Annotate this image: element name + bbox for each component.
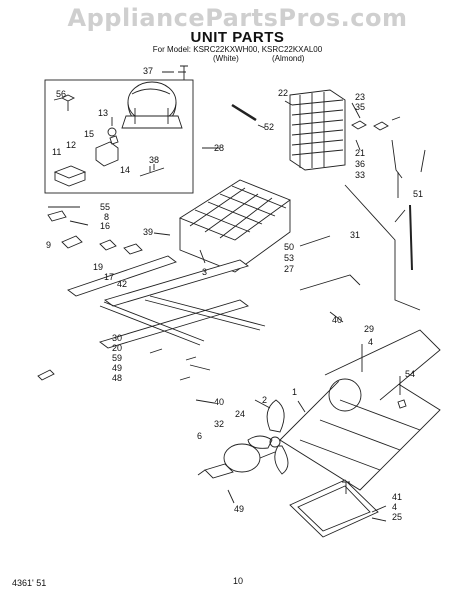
part-label: 21 — [355, 148, 366, 158]
part-label: 23 — [355, 92, 366, 102]
condenser-fan-motor — [223, 443, 276, 473]
part-label: 40 — [214, 397, 225, 407]
bracket-11 — [53, 165, 87, 187]
part-label: 12 — [66, 140, 77, 150]
part-label: 36 — [355, 159, 366, 169]
part-49-left — [37, 369, 55, 381]
color-almond-label: (Almond) — [272, 54, 305, 63]
part-label: 24 — [235, 409, 246, 419]
part-label: 38 — [149, 155, 160, 165]
condenser-coil — [289, 89, 346, 171]
relay-12 — [95, 141, 119, 167]
part-label: 35 — [355, 102, 366, 112]
part-label: 56 — [56, 89, 67, 99]
part-label: 42 — [117, 279, 128, 289]
compressor-group-box — [44, 79, 194, 194]
part-label: 55 — [100, 202, 111, 212]
part-54 — [397, 399, 407, 409]
part-label: 19 — [93, 262, 104, 272]
part-label: 32 — [214, 419, 225, 429]
screw-41 — [342, 481, 350, 494]
drain-pan — [289, 479, 379, 538]
part-label: 11 — [52, 147, 62, 157]
part-label: 13 — [98, 108, 109, 118]
part-label: 6 — [197, 431, 203, 441]
tubes-21-36 — [355, 139, 403, 179]
washers — [149, 348, 197, 381]
part-label: 37 — [143, 66, 154, 76]
rod-52 — [231, 103, 257, 122]
part-label: 49 — [234, 504, 245, 514]
part-label: 31 — [350, 230, 361, 240]
part-8 — [47, 210, 67, 222]
part-label: 15 — [84, 129, 95, 139]
part-label: 52 — [264, 122, 275, 132]
part-label: 27 — [284, 264, 295, 274]
part-label: 16 — [100, 221, 111, 231]
bracket-6 — [204, 463, 234, 479]
part-label: 30 — [112, 333, 123, 343]
parts-23-35 — [351, 116, 401, 131]
document-code: 4361' 51 — [12, 578, 47, 588]
part-label: 49 — [112, 363, 123, 373]
grommet-13 — [107, 127, 117, 137]
part-label: 4 — [392, 502, 398, 512]
part-label: 4 — [368, 337, 374, 347]
base-rails — [67, 255, 266, 349]
part-label: 50 — [284, 242, 295, 252]
clip-14 — [109, 135, 119, 145]
part-27 — [299, 274, 361, 291]
color-white-label: (White) — [213, 54, 239, 63]
drain-tube-31 — [344, 184, 421, 311]
evaporator — [179, 179, 291, 273]
part-label: 20 — [112, 343, 123, 353]
model-line: For Model: KSRC22KXWH00, KSRC22KXAL00 — [152, 45, 323, 54]
part-label: 3 — [202, 267, 208, 277]
part-label: 40 — [332, 315, 343, 325]
part-label: 14 — [120, 165, 131, 175]
part-label: 8 — [104, 212, 110, 222]
watermark: AppliancePartsPros.com — [67, 4, 408, 32]
part-label: 1 — [292, 387, 298, 397]
part-38 — [139, 164, 165, 177]
part-label: 9 — [46, 240, 52, 250]
parts-19-17 — [99, 239, 143, 255]
part-label: 29 — [364, 324, 375, 334]
part-label: 17 — [104, 272, 115, 282]
tube-51 — [409, 204, 413, 271]
part-label: 22 — [278, 88, 289, 98]
compressor — [121, 81, 183, 129]
page-number: 10 — [233, 576, 244, 586]
part-label: 41 — [392, 492, 403, 502]
tube-33 — [397, 149, 426, 198]
fan-blade — [247, 399, 289, 475]
part-label: 2 — [262, 395, 268, 405]
part-label: 53 — [284, 253, 295, 263]
part-label: 25 — [392, 512, 403, 522]
screw-56 — [60, 94, 76, 111]
part-label: 48 — [112, 373, 123, 383]
part-label: 59 — [112, 353, 123, 363]
part-label: 51 — [413, 189, 424, 199]
part-label: 33 — [355, 170, 366, 180]
page-title: UNIT PARTS — [190, 29, 285, 46]
part-label: 28 — [214, 143, 225, 153]
part-16 — [61, 235, 83, 249]
part-label: 54 — [405, 369, 416, 379]
part-label: 39 — [143, 227, 154, 237]
screw-37 — [180, 65, 188, 80]
